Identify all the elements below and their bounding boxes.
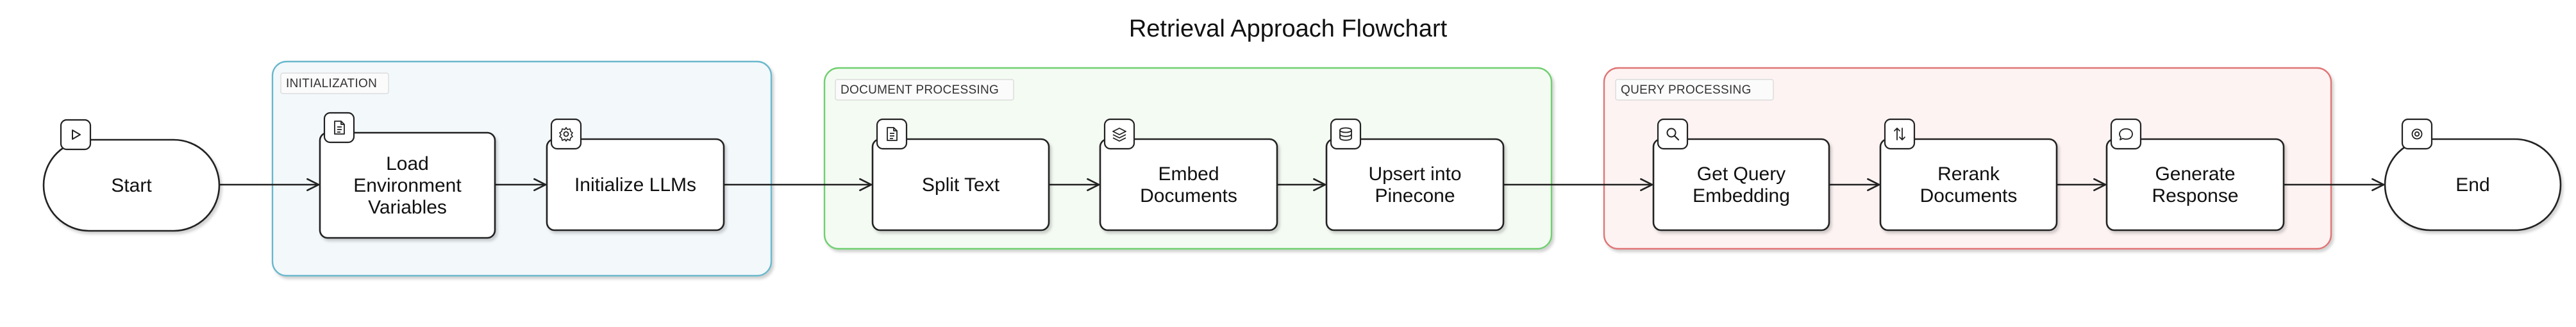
node-label-line: Split Text (922, 174, 1000, 196)
node-label: Start (111, 175, 152, 196)
node-box (1652, 138, 1830, 231)
play-icon (60, 119, 92, 151)
node-label-line: Embedding (1693, 185, 1790, 206)
group-label-box (835, 79, 1014, 101)
node-label-line: Rerank (1937, 164, 2000, 185)
file-icon (323, 112, 355, 144)
node-label-line: Environment (353, 175, 462, 196)
node-label-line: Variables (368, 197, 447, 218)
node-label-line: Initialize LLMs (574, 174, 696, 196)
chart-title: Retrieval Approach Flowchart (1129, 15, 1448, 42)
node-split-text[interactable]: Split Text (871, 118, 1050, 231)
node-label: Initialize LLMs (574, 174, 696, 196)
stop-icon (2401, 118, 2433, 150)
node-init-llms[interactable]: Initialize LLMs (546, 118, 725, 231)
node-label-line: Documents (1140, 185, 1237, 206)
node-box (1099, 138, 1278, 231)
node-label-line: Start (111, 175, 152, 196)
node-box (546, 138, 725, 231)
node-label-line: Upsert into (1368, 164, 1461, 185)
gear-icon (550, 118, 582, 150)
group-label: QUERY PROCESSING (1621, 83, 1752, 97)
node-box (2105, 138, 2285, 231)
node-label-line: Pinecone (1375, 185, 1455, 206)
group-label-box (1615, 79, 1774, 101)
node-box (2384, 138, 2562, 231)
node-label-line: Generate (2155, 164, 2235, 185)
layers-icon (1103, 118, 1135, 150)
node-start[interactable]: Start (42, 119, 221, 232)
node-label-line: Documents (1920, 185, 2018, 206)
group-label: INITIALIZATION (286, 77, 377, 90)
node-label-line: End (2455, 174, 2489, 196)
node-label-line: Response (2152, 185, 2238, 206)
node-box (1879, 138, 2058, 231)
node-box (42, 138, 221, 232)
node-box (319, 131, 496, 239)
group-label: DOCUMENT PROCESSING (841, 83, 999, 97)
group-label-box (280, 72, 389, 94)
node-label: Split Text (922, 174, 1000, 196)
node-label-line: Embed (1158, 164, 1219, 185)
chat-icon (2110, 118, 2142, 150)
search-icon (1657, 118, 1689, 150)
node-label-line: Get Query (1697, 164, 1786, 185)
node-end[interactable]: End (2384, 118, 2562, 231)
node-box (1325, 138, 1505, 231)
database-icon (1330, 118, 1362, 150)
node-box (871, 138, 1050, 231)
sort-icon (1884, 118, 1916, 150)
node-label-line: Load (386, 153, 429, 174)
file-icon (876, 118, 908, 150)
node-label: End (2455, 174, 2489, 196)
